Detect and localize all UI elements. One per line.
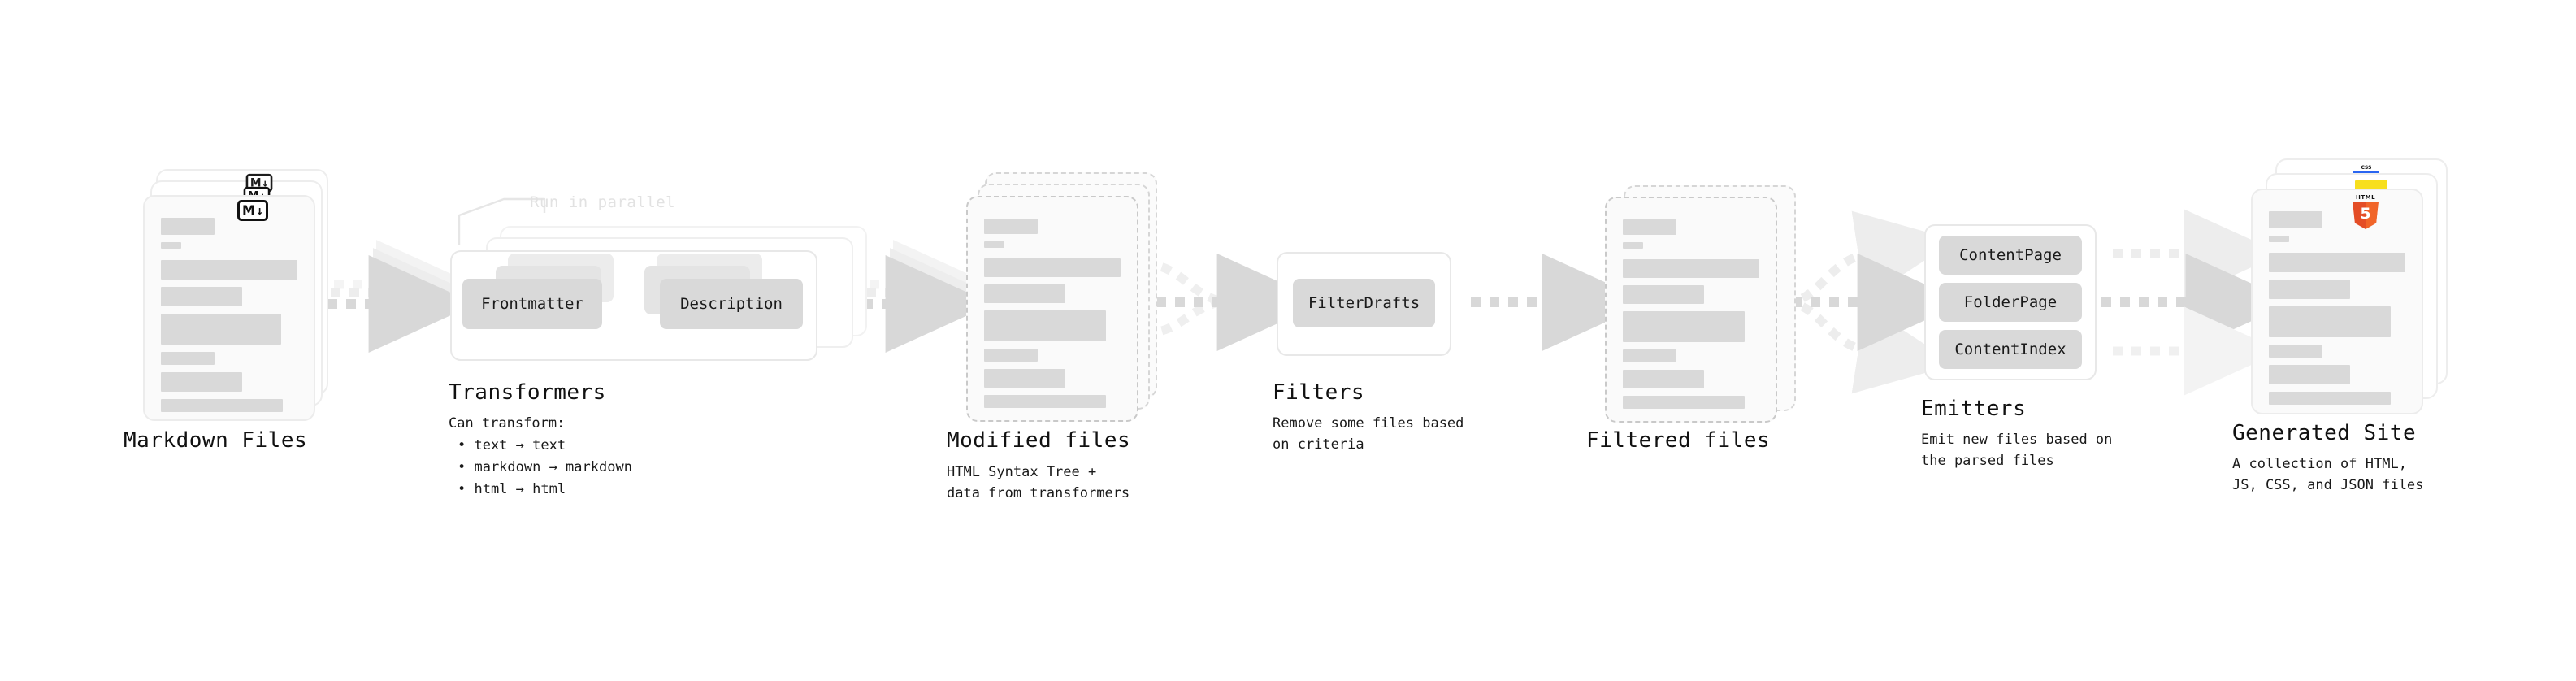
filtered-card-content — [1623, 219, 1761, 416]
html5-icon-label: HTML — [2355, 194, 2376, 201]
content-bar — [2269, 236, 2289, 242]
arrow-emitters-to-site — [2101, 209, 2293, 396]
modified-file-card — [966, 196, 1138, 422]
content-bar — [984, 258, 1121, 277]
stage-title-generated-site: Generated Site — [2232, 421, 2417, 445]
content-bar — [1623, 349, 1676, 362]
stage-title-filters: Filters — [1273, 380, 1365, 405]
site-card-content — [2269, 211, 2407, 412]
content-bar — [984, 369, 1065, 388]
content-bar — [984, 241, 1004, 248]
markdown-icon-letter: M — [249, 176, 262, 189]
content-bar — [161, 352, 215, 365]
generated-site-subtitle: A collection of HTML, JS, CSS, and JSON … — [2232, 456, 2424, 494]
content-bar — [1623, 242, 1643, 249]
transformers-bullet-2: • html → html — [458, 481, 566, 497]
content-bar — [2269, 253, 2405, 272]
stage-title-transformers: Transformers — [449, 380, 606, 405]
content-bar — [984, 395, 1106, 408]
emitter-chip-folderpage[interactable]: FolderPage — [1939, 283, 2082, 322]
markdown-icon-letter: M — [242, 202, 255, 218]
markdown-icon-arrow: ↓ — [255, 202, 263, 218]
markdown-file-card — [143, 195, 315, 421]
content-bar — [984, 284, 1065, 303]
content-bar — [161, 372, 242, 392]
content-bar — [2269, 345, 2322, 358]
markdown-icon-arrow: ↓ — [262, 176, 269, 189]
content-bar — [1623, 370, 1704, 388]
content-bar — [1623, 396, 1745, 409]
html5-icon: HTML 5 — [2351, 195, 2380, 229]
content-bar — [161, 287, 242, 306]
content-bar — [2269, 365, 2350, 384]
content-bar — [1623, 311, 1745, 342]
transformers-subtitle: Can transform: — [449, 415, 566, 432]
content-bar — [2269, 306, 2391, 337]
stage-title-emitters: Emitters — [1921, 397, 2027, 421]
transformer-chip-description[interactable]: Description — [660, 279, 803, 329]
html5-icon-shield: 5 — [2353, 202, 2379, 229]
modified-files-subtitle: HTML Syntax Tree + data from transformer… — [947, 464, 1130, 502]
markdown-icon: M↓ — [237, 200, 268, 221]
transformers-bullet-0: • text → text — [458, 437, 566, 453]
content-bar — [1623, 219, 1676, 235]
content-bar — [161, 242, 181, 249]
stage-title-markdown-files: Markdown Files — [124, 428, 308, 453]
content-bar — [984, 310, 1106, 341]
stage-title-filtered-files: Filtered files — [1586, 428, 1771, 453]
generated-site-card — [2251, 189, 2423, 414]
content-bar — [161, 399, 283, 412]
modified-card-content — [984, 219, 1122, 415]
content-bar — [161, 314, 281, 345]
transformer-chip-frontmatter[interactable]: Frontmatter — [462, 279, 602, 329]
emitter-chip-contentpage[interactable]: ContentPage — [1939, 236, 2082, 275]
filters-subtitle: Remove some files based on criteria — [1273, 415, 1464, 453]
content-bar — [2269, 392, 2391, 405]
run-in-parallel-label: Run in parallel — [530, 193, 676, 211]
emitters-subtitle: Emit new files based on the parsed files — [1921, 432, 2113, 470]
html5-icon-digit: 5 — [2360, 205, 2371, 223]
emitter-chip-contentindex[interactable]: ContentIndex — [1939, 330, 2082, 369]
content-bar — [2269, 280, 2350, 299]
content-bar — [1623, 259, 1759, 278]
stage-title-modified-files: Modified files — [947, 428, 1131, 453]
css-icon-label: CSS — [2361, 165, 2372, 171]
content-bar — [2269, 211, 2322, 228]
filter-chip-filterdrafts[interactable]: FilterDrafts — [1293, 279, 1435, 327]
filtered-file-card — [1605, 197, 1777, 423]
markdown-card-content — [161, 218, 299, 419]
content-bar — [161, 218, 215, 235]
content-bar — [984, 219, 1038, 234]
transformers-bullet-1: • markdown → markdown — [458, 459, 632, 475]
content-bar — [984, 349, 1038, 362]
content-bar — [1623, 285, 1704, 304]
content-bar — [161, 260, 297, 280]
